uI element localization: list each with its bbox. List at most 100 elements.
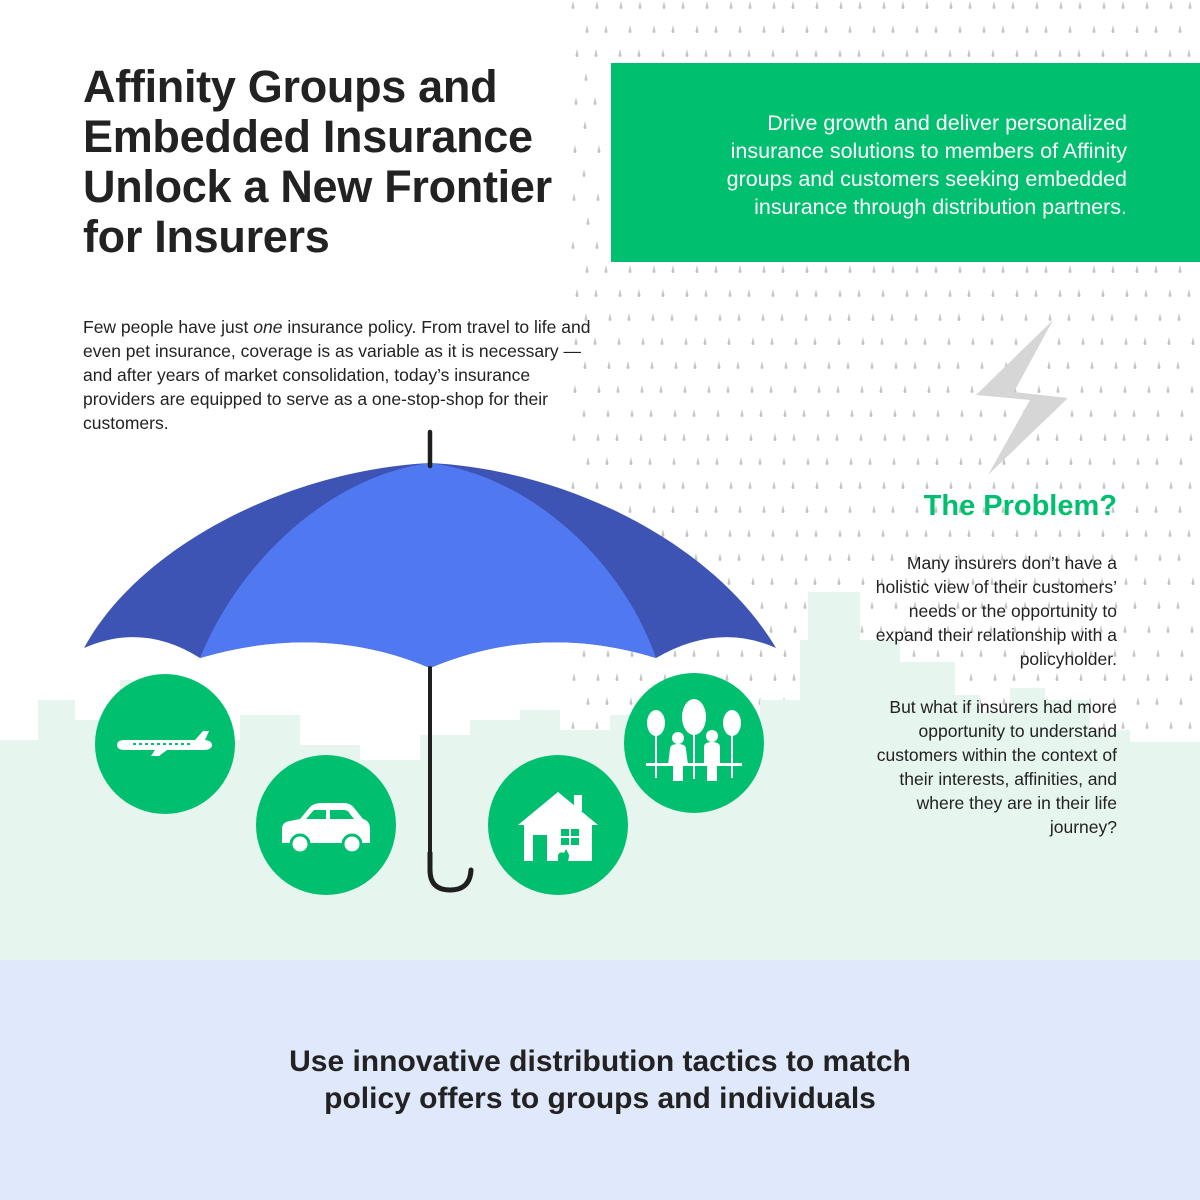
raindrop: [1077, 529, 1081, 537]
raindrop: [695, 265, 699, 273]
raindrop: [805, 25, 809, 33]
raindrop: [892, 457, 896, 465]
raindrop: [904, 577, 908, 585]
raindrop: [606, 409, 610, 417]
raindrop: [1026, 457, 1030, 465]
raindrop: [1023, 601, 1027, 609]
raindrop: [1068, 505, 1072, 513]
raindrop: [1099, 385, 1103, 393]
raindrop: [1134, 553, 1138, 561]
title-line: Affinity Groups and: [83, 61, 498, 112]
raindrop: [980, 361, 984, 369]
raindrop: [574, 97, 578, 105]
raindrop: [816, 433, 820, 441]
raindrop: [674, 361, 678, 369]
raindrop: [890, 313, 894, 321]
intro-paragraph: Few people have just one insurance polic…: [83, 315, 593, 435]
raindrop: [1114, 601, 1118, 609]
raindrop: [652, 265, 656, 273]
raindrop: [573, 145, 577, 153]
raindrop: [683, 385, 687, 393]
raindrop: [1069, 457, 1073, 465]
raindrop: [1154, 505, 1158, 513]
raindrop: [716, 649, 720, 657]
raindrop: [1143, 577, 1147, 585]
raindrop: [1112, 457, 1116, 465]
raindrop: [1158, 313, 1162, 321]
raindrop: [728, 289, 732, 297]
value-proposition-banner: Drive growth and deliver personalized in…: [611, 63, 1200, 262]
raindrop: [750, 385, 754, 393]
raindrop: [629, 697, 633, 705]
raindrop: [585, 265, 589, 273]
raindrop: [913, 601, 917, 609]
raindrop: [593, 337, 597, 345]
raindrop: [814, 529, 818, 537]
raindrop: [695, 505, 699, 513]
raindrop: [739, 457, 743, 465]
raindrop: [1089, 409, 1093, 417]
raindrop: [682, 433, 686, 441]
raindrop: [573, 385, 577, 393]
raindrop: [769, 625, 773, 633]
raindrop: [795, 49, 799, 57]
raindrop: [1145, 721, 1149, 729]
raindrop: [1166, 625, 1170, 633]
problem-paragraph: Many insurers don’t have a holistic view…: [875, 553, 1117, 669]
raindrop: [715, 457, 719, 465]
banner-text: Drive growth and deliver personalized in…: [627, 109, 1127, 221]
raindrop: [1125, 49, 1129, 57]
raindrop: [681, 1, 685, 9]
raindrop: [671, 265, 675, 273]
raindrop: [925, 481, 929, 489]
raindrop: [727, 337, 731, 345]
raindrop: [771, 529, 775, 537]
raindrop: [905, 49, 909, 57]
raindrop: [762, 25, 766, 33]
raindrop: [860, 385, 864, 393]
raindrop: [872, 505, 876, 513]
raindrop: [838, 49, 842, 57]
raindrop: [916, 457, 920, 465]
raindrop: [938, 313, 942, 321]
raindrop: [1135, 25, 1139, 33]
raindrop: [1079, 433, 1083, 441]
raindrop: [1155, 457, 1159, 465]
raindrop: [1003, 649, 1007, 657]
raindrop: [1113, 649, 1117, 657]
raindrop: [1070, 409, 1074, 417]
raindrop: [915, 505, 919, 513]
raindrop: [747, 529, 751, 537]
raindrop: [1112, 697, 1116, 705]
raindrop: [891, 505, 895, 513]
raindrop: [1001, 25, 1005, 33]
raindrop: [1058, 529, 1062, 537]
raindrop: [815, 481, 819, 489]
raindrop: [791, 481, 795, 489]
raindrop: [1014, 577, 1018, 585]
raindrop: [627, 313, 631, 321]
raindrop: [782, 457, 786, 465]
raindrop: [1133, 601, 1137, 609]
raindrop: [1036, 433, 1040, 441]
raindrop: [1102, 721, 1106, 729]
raindrop: [992, 1, 996, 9]
raindrop: [673, 409, 677, 417]
raindrop: [871, 313, 875, 321]
raindrop: [879, 625, 883, 633]
family-circle: [624, 673, 764, 813]
raindrop: [728, 49, 732, 57]
raindrop: [924, 529, 928, 537]
raindrop: [604, 25, 608, 33]
raindrop: [586, 697, 590, 705]
raindrop: [1036, 673, 1040, 681]
raindrop: [1180, 409, 1184, 417]
raindrop: [770, 337, 774, 345]
raindrop: [740, 409, 744, 417]
banner-line: insurance through distribution partners.: [754, 195, 1127, 219]
raindrop: [584, 73, 588, 81]
raindrop: [748, 1, 752, 9]
raindrop: [637, 289, 641, 297]
raindrop: [575, 289, 579, 297]
intro-text-start: Few people have just: [83, 317, 254, 337]
